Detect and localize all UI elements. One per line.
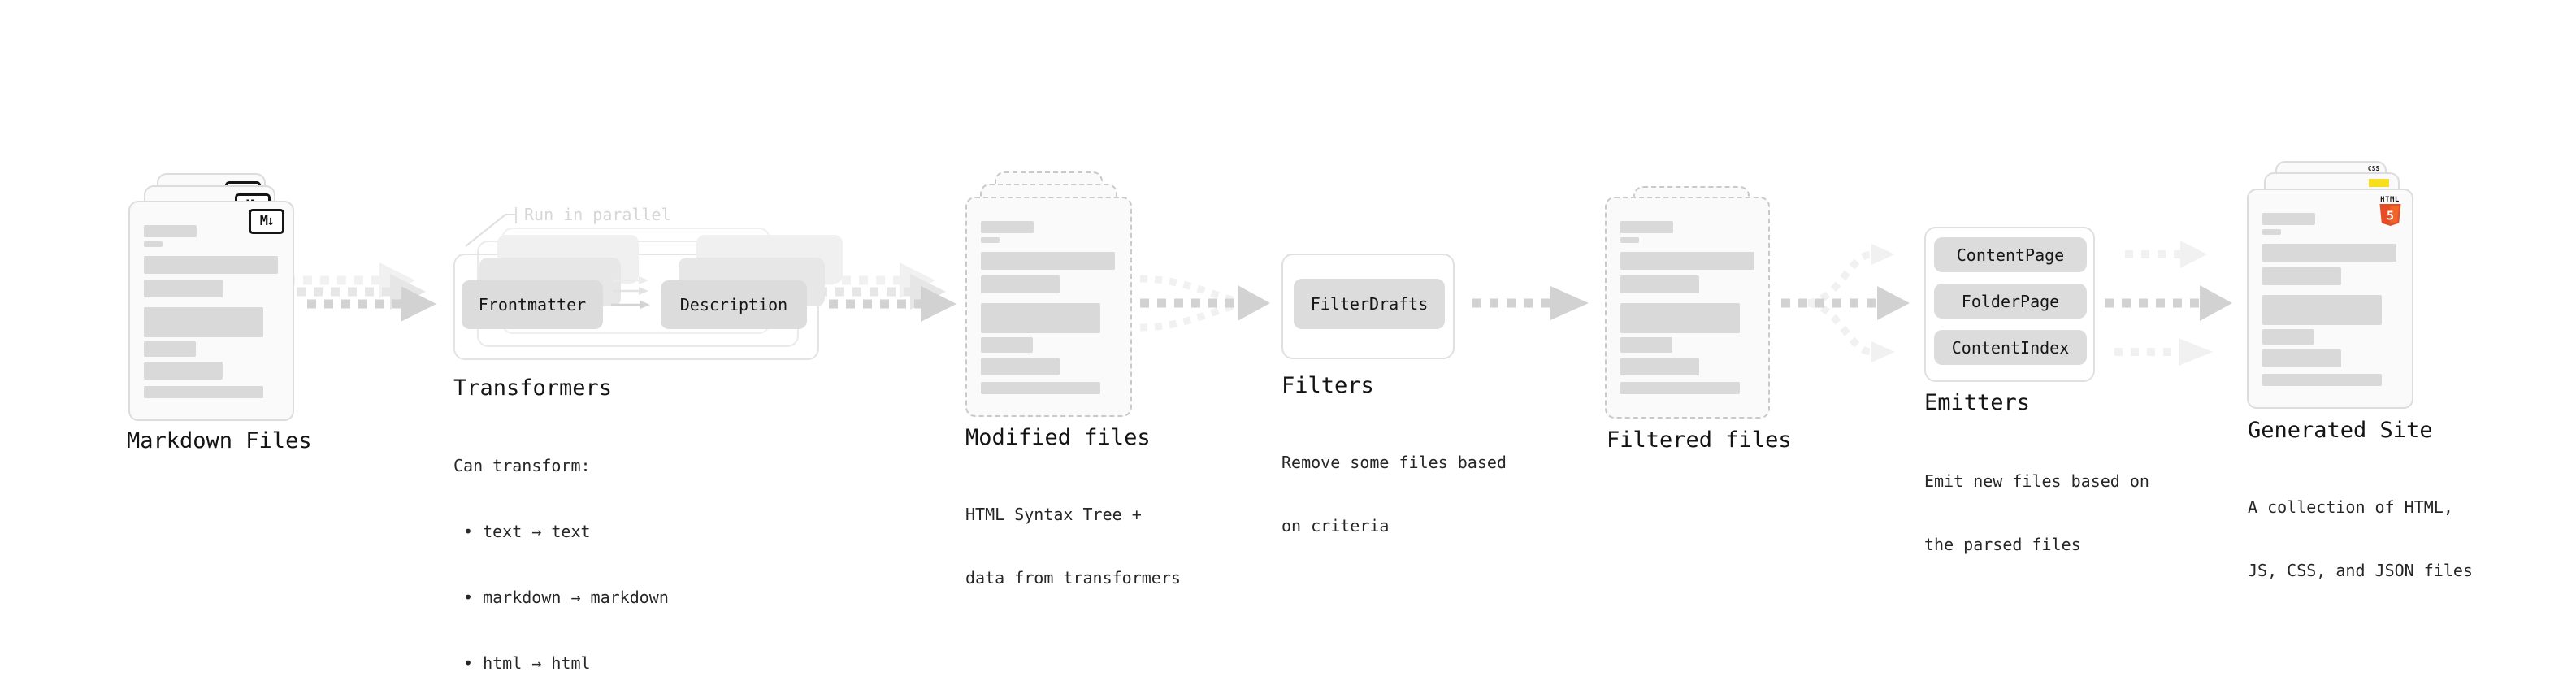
doc-text-bar <box>144 241 163 247</box>
markdown-badge-label: M↓ <box>259 213 275 229</box>
html5-icon: HTML 5 <box>2379 197 2401 230</box>
doc-text-bar <box>1620 382 1740 394</box>
filters-container <box>1281 254 1455 359</box>
doc-text-bar <box>981 275 1060 293</box>
doc-text-bar <box>2262 244 2396 262</box>
emitters-container <box>1924 227 2095 382</box>
transform-bullet: • text → text <box>463 522 591 541</box>
doc-text-bar <box>2262 229 2281 235</box>
javascript-icon <box>2369 179 2389 187</box>
emitters-subtitle: Emit new files based on the parsed files <box>1924 428 2149 597</box>
doc-text-bar <box>2262 295 2382 325</box>
subtitle-line: JS, CSS, and JSON files <box>2248 561 2473 580</box>
filters-subtitle: Remove some files based on criteria <box>1281 410 1507 579</box>
doc-text-bar <box>2262 374 2382 386</box>
doc-text-bar <box>2262 329 2314 345</box>
doc-text-bar <box>1620 237 1639 243</box>
doc-text-bar <box>981 382 1100 394</box>
doc-text-bar <box>2262 349 2341 367</box>
run-in-parallel-annotation: Run in parallel <box>524 205 671 224</box>
emitters-title: Emitters <box>1924 390 2031 415</box>
generated-site-title: Generated Site <box>2248 418 2433 443</box>
doc-text-bar <box>1620 337 1672 353</box>
annotation-leader-line <box>465 207 517 247</box>
filters-title: Filters <box>1281 373 1374 398</box>
doc-text-bar <box>1620 252 1754 270</box>
doc-text-bar <box>144 341 196 357</box>
modified-files-title: Modified files <box>965 425 1151 450</box>
doc-text-bar <box>2262 267 2341 285</box>
doc-text-bar <box>1620 221 1673 233</box>
css-badge-label: CSS <box>2367 165 2380 172</box>
description-box: Description <box>661 280 807 329</box>
can-transform-heading: Can transform: <box>453 456 591 475</box>
doc-text-bar <box>1620 275 1699 293</box>
doc-text-bar <box>144 386 263 398</box>
arrow-filtered-to-emitters-diverging <box>1781 244 1910 362</box>
doc-text-bar <box>981 237 1000 243</box>
doc-text-bar <box>1620 358 1699 375</box>
doc-text-bar <box>144 225 197 237</box>
subtitle-line: data from transformers <box>965 568 1181 588</box>
html-badge-label: HTML <box>2380 196 2400 204</box>
transform-bullet: • html → html <box>463 653 591 673</box>
doc-text-bar <box>981 358 1060 375</box>
arrow-markdown-to-transformers <box>286 262 436 322</box>
filtered-file-card-front <box>1605 197 1770 419</box>
doc-text-bar <box>981 337 1033 353</box>
subtitle-line: Emit new files based on <box>1924 471 2149 491</box>
arrow-filters-to-filtered <box>1472 286 1589 320</box>
subtitle-line: the parsed files <box>1924 535 2081 554</box>
filtered-files-title: Filtered files <box>1607 427 1792 453</box>
doc-text-bar <box>144 362 223 380</box>
subtitle-line: Remove some files based <box>1281 453 1507 472</box>
doc-text-bar <box>144 280 223 297</box>
arrow-modified-to-filters-converging <box>1139 275 1270 332</box>
modified-file-card-front <box>965 197 1132 417</box>
markdown-file-card-front: M↓ <box>128 201 294 421</box>
subtitle-line: A collection of HTML, <box>2248 497 2453 517</box>
subtitle-line: HTML Syntax Tree + <box>965 505 1142 524</box>
filterdrafts-box: FilterDrafts <box>1294 279 1445 329</box>
doc-text-bar <box>981 221 1034 233</box>
doc-text-bar <box>144 307 263 337</box>
generated-file-card-html: HTML 5 <box>2247 189 2413 409</box>
doc-text-bar <box>2262 213 2315 225</box>
html5-number: 5 <box>2386 209 2393 223</box>
transform-bullet: • markdown → markdown <box>463 588 669 607</box>
doc-text-bar <box>144 256 278 274</box>
markdown-files-title: Markdown Files <box>127 428 312 453</box>
modified-files-subtitle: HTML Syntax Tree + data from transformer… <box>965 462 1181 631</box>
folderpage-box: FolderPage <box>1934 284 2087 319</box>
transformers-title: Transformers <box>453 375 613 401</box>
frontmatter-box: Frontmatter <box>462 280 603 329</box>
doc-text-bar <box>1620 303 1740 333</box>
arrow-emitters-to-generated <box>2105 241 2232 366</box>
arrow-transformers-to-modified <box>808 262 956 322</box>
generated-site-subtitle: A collection of HTML, JS, CSS, and JSON … <box>2248 454 2473 623</box>
markdown-icon: M↓ <box>249 209 284 234</box>
html5-shield: 5 <box>2379 204 2400 226</box>
transformers-description: Can transform: • text → text • markdown … <box>453 411 669 681</box>
contentindex-box: ContentIndex <box>1934 330 2087 365</box>
parallel-transform-arrows <box>611 276 650 309</box>
subtitle-line: on criteria <box>1281 516 1390 536</box>
contentpage-box: ContentPage <box>1934 237 2087 272</box>
doc-text-bar <box>981 252 1115 270</box>
doc-text-bar <box>981 303 1100 333</box>
